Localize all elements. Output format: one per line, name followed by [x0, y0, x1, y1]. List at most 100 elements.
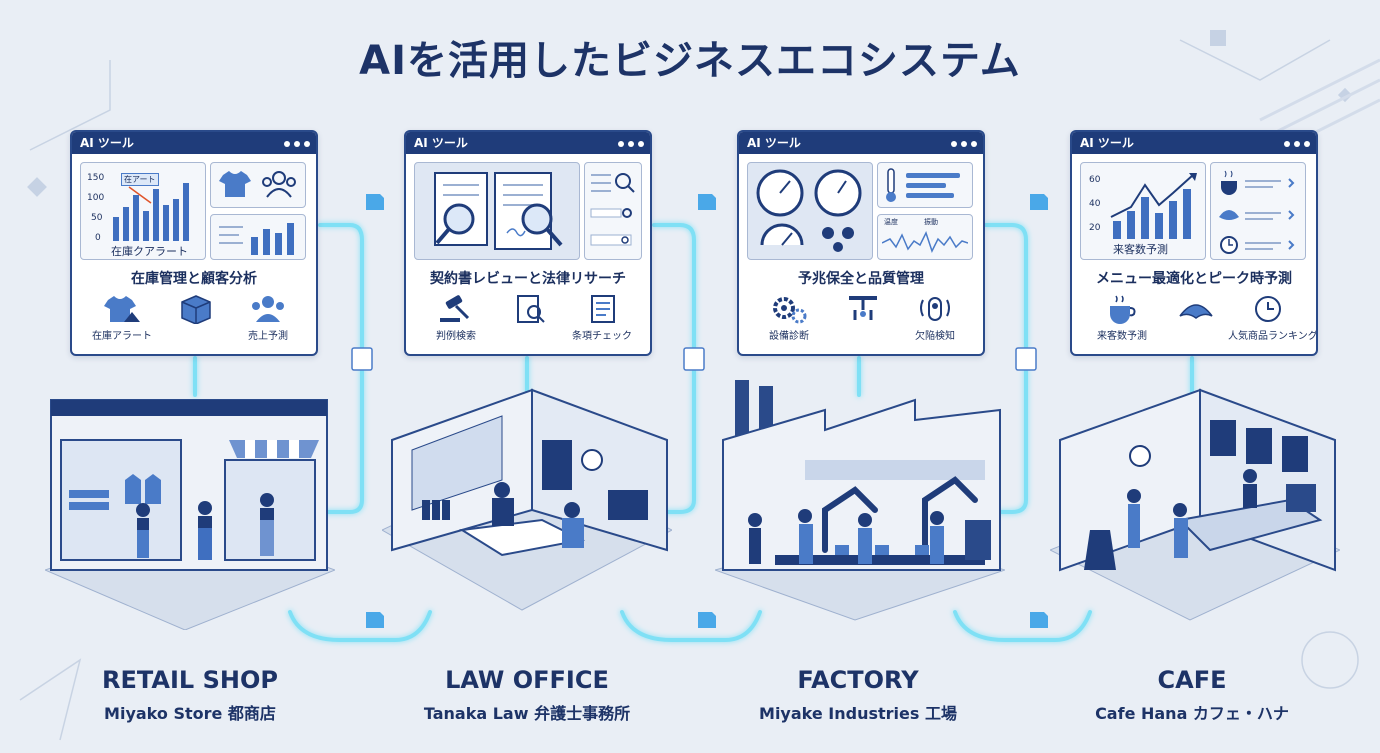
sales-forecast-item[interactable]: 売上予測 [228, 294, 308, 342]
icon-label: 売上予測 [248, 331, 288, 342]
document-search-item[interactable] [490, 294, 570, 324]
box-icon [181, 295, 211, 324]
panel-retail-ai-tool: AI ツール 150 100 50 0 在アート 在庫クアラート [70, 130, 318, 356]
sensor-icon [920, 297, 950, 321]
vibration-tile: 温度 振動 [877, 214, 973, 260]
contract-review-tile [414, 162, 580, 260]
gauge-icon [756, 169, 862, 252]
panel-caption: 予兆保全と品質管理 [798, 271, 924, 287]
panel-law-ai-tool: AI ツール 契約書レビューと法律リサーチ [404, 130, 652, 356]
panel-titlebar: AI ツール [1072, 132, 1316, 154]
clause-check-item[interactable]: 条項チェック [562, 294, 642, 342]
sales-chart-icon [219, 223, 294, 255]
icon-label: 在庫アラート [92, 331, 152, 342]
search-list-tile [584, 162, 642, 260]
law-office-illustration [382, 388, 672, 611]
chart-label: 来客数予測 [1113, 243, 1168, 256]
business-subtitle: Tanaka Law 弁護士事務所 [423, 704, 631, 723]
window-controls[interactable] [280, 132, 310, 154]
page-title: AIを活用したビジネスエコシステム [359, 38, 1021, 84]
panel-title: AI ツール [1080, 136, 1134, 150]
tshirt-alert-icon [104, 296, 140, 322]
business-name: CAFE [1157, 666, 1227, 694]
panel-title: AI ツール [80, 136, 134, 150]
document-magnifier-icon [517, 295, 545, 323]
popular-ranking-item[interactable]: 人気商品ランキング [1228, 294, 1318, 342]
window-controls[interactable] [947, 132, 977, 154]
box-item[interactable] [156, 294, 236, 324]
alert-tag: 在アート [121, 173, 159, 186]
business-subtitle: Miyako Store 都商店 [104, 704, 276, 723]
business-label-factory: FACTORY Miyake Industries 工場 [698, 666, 1018, 724]
chart-label: 在庫クアラート [111, 245, 188, 258]
gavel-icon [440, 295, 470, 322]
croissant-item[interactable] [1156, 294, 1236, 324]
croissant-icon [1179, 304, 1213, 319]
business-label-cafe: CAFE Cafe Hana カフェ・ハナ [1032, 666, 1352, 724]
bar-chart-icon [113, 183, 189, 241]
equipment-diagnosis-item[interactable]: 設備診断 [749, 294, 829, 342]
panel-cafe-ai-tool: AI ツール 60 40 20 来客数予測 メニュー最適化とピーク時予測 [1070, 130, 1318, 356]
factory-illustration [715, 380, 1005, 621]
people-icon [262, 171, 296, 198]
icon-label: 来客数予測 [1097, 331, 1147, 342]
document-magnifier-icon [434, 172, 563, 250]
visitor-forecast-item[interactable]: 来客数予測 [1082, 294, 1162, 342]
business-subtitle: Miyake Industries 工場 [759, 704, 957, 723]
business-label-retail: RETAIL SHOP Miyako Store 都商店 [30, 666, 350, 724]
inventory-alert-item[interactable]: 在庫アラート [82, 294, 162, 342]
y-tick: 150 [87, 173, 105, 183]
y-tick: 20 [1089, 223, 1101, 233]
visitor-forecast-tile: 60 40 20 来客数予測 [1080, 162, 1206, 260]
y-tick: 50 [91, 213, 103, 223]
y-tick: 60 [1089, 175, 1101, 185]
business-label-law: LAW OFFICE Tanaka Law 弁護士事務所 [367, 666, 687, 724]
mini-chart-label: 温度 [884, 218, 898, 226]
coffee-icon [1110, 295, 1136, 324]
y-tick: 40 [1089, 199, 1101, 209]
document-icon [591, 295, 615, 323]
business-name: LAW OFFICE [445, 666, 609, 694]
inventory-chart-tile: 150 100 50 0 在アート 在庫クアラート [80, 162, 206, 260]
cafe-illustration [1050, 388, 1340, 621]
window-controls[interactable] [614, 132, 644, 154]
y-tick: 100 [87, 193, 105, 203]
mini-chart-label: 振動 [924, 218, 938, 226]
window-controls[interactable] [1280, 132, 1310, 154]
panel-title: AI ツール [747, 136, 801, 150]
people-icon [252, 296, 284, 322]
panel-caption: 契約書レビューと法律リサーチ [430, 271, 626, 287]
business-name: FACTORY [797, 666, 919, 694]
panel-caption: 在庫管理と顧客分析 [131, 271, 257, 287]
icon-label: 条項チェック [572, 331, 632, 342]
business-subtitle: Cafe Hana カフェ・ハナ [1095, 704, 1289, 723]
panel-caption: メニュー最適化とピーク時予測 [1096, 271, 1292, 287]
icon-label: 欠陥検知 [915, 331, 955, 342]
tshirt-icon [219, 171, 251, 197]
defect-detection-item[interactable]: 欠陥検知 [895, 294, 975, 342]
case-search-item[interactable]: 判例検索 [416, 294, 496, 342]
panel-title: AI ツール [414, 136, 468, 150]
icon-label: 人気商品ランキング [1228, 331, 1318, 342]
waveform-icon [882, 231, 968, 253]
panel-titlebar: AI ツール [72, 132, 316, 154]
menu-list-icon [1219, 170, 1295, 254]
panel-titlebar: AI ツール [739, 132, 983, 154]
thermometer-icon [886, 168, 960, 202]
customer-tile [210, 162, 306, 208]
icon-label: 設備診断 [769, 331, 809, 342]
panel-titlebar: AI ツール [406, 132, 650, 154]
y-tick: 0 [95, 233, 101, 243]
robot-arm-item[interactable] [823, 294, 903, 324]
menu-list-tile [1210, 162, 1306, 260]
search-icon [590, 173, 635, 246]
business-name: RETAIL SHOP [102, 666, 278, 694]
sensor-arm-icon [849, 296, 877, 320]
clock-icon [1255, 296, 1281, 322]
thermometer-tile [877, 162, 973, 208]
retail-shop-illustration [45, 399, 335, 630]
icon-label: 判例検索 [436, 331, 476, 342]
bar-chart-icon [1110, 173, 1197, 239]
